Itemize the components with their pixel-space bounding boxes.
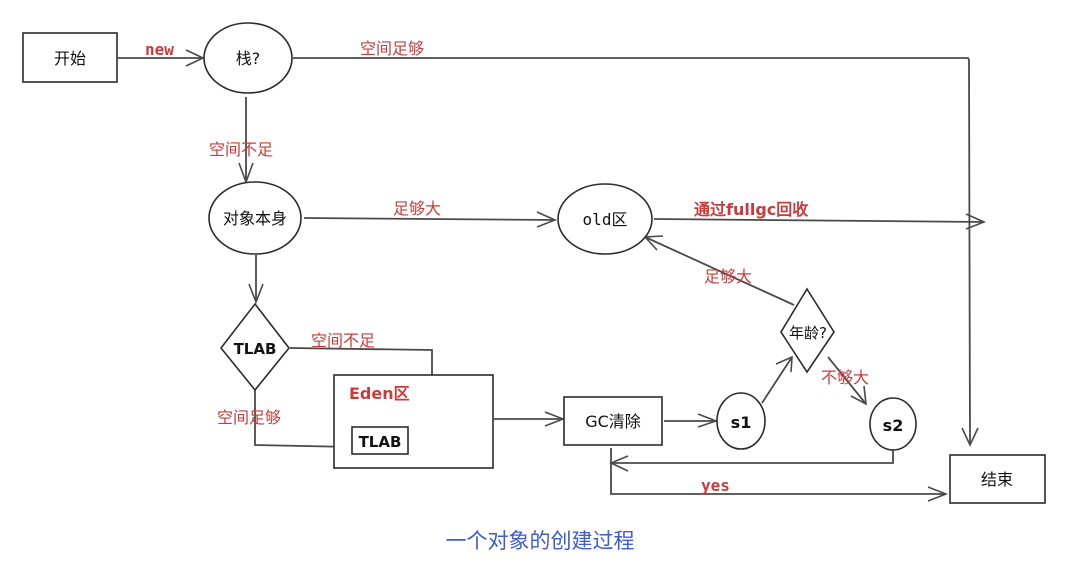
node-s2: s2 xyxy=(869,397,917,451)
diagram-caption: 一个对象的创建过程 xyxy=(445,529,635,553)
node-s1: s1 xyxy=(716,392,766,450)
node-old-gen-label: old区 xyxy=(583,210,628,229)
node-age-decision: 年龄? xyxy=(780,287,835,374)
edge-label-age-large-enough: 足够大 xyxy=(704,267,752,286)
node-start-label: 开始 xyxy=(54,49,86,68)
edge-label-new: new xyxy=(145,40,174,59)
node-s1-label: s1 xyxy=(731,413,752,432)
node-old-gen: old区 xyxy=(557,183,653,255)
node-tlab-decision: TLAB xyxy=(219,302,291,392)
edge-label-fullgc: 通过fullgc回收 xyxy=(694,200,808,219)
edge-label-stack-sufficient: 空间足够 xyxy=(360,39,424,58)
node-gc-clear-label: GC清除 xyxy=(585,412,641,431)
edge-gc-to-s1 xyxy=(664,413,719,428)
edge-start-to-stack xyxy=(118,49,205,67)
edge-stack-to-end xyxy=(293,57,979,447)
node-tlab-inner-label: TLAB xyxy=(359,433,402,451)
edge-label-yes: yes xyxy=(701,476,730,495)
node-gc-clear: GC清除 xyxy=(563,396,663,446)
node-tlab-decision-label: TLAB xyxy=(234,340,277,358)
node-object-itself-label: 对象本身 xyxy=(223,209,287,228)
node-end-label: 结束 xyxy=(981,470,1013,489)
node-start: 开始 xyxy=(22,32,118,83)
edge-label-stack-insufficient: 空间不足 xyxy=(209,140,273,159)
edge-gc-to-end xyxy=(610,448,949,502)
edge-s1-to-age xyxy=(761,355,793,404)
node-tlab-inner: TLAB xyxy=(351,426,409,455)
edge-object-to-old xyxy=(303,211,558,228)
edge-label-tlab-sufficient: 空间足够 xyxy=(217,408,281,427)
edge-label-tlab-insufficient: 空间不足 xyxy=(311,331,375,350)
edge-old-to-end xyxy=(653,213,987,230)
node-s2-label: s2 xyxy=(883,416,904,435)
edge-object-to-tlab xyxy=(248,255,264,305)
edge-age-to-s2 xyxy=(827,356,867,406)
node-age-decision-label: 年龄? xyxy=(789,324,827,342)
edge-label-age-not-large-enough: 不够大 xyxy=(821,368,869,387)
node-object-itself: 对象本身 xyxy=(208,181,302,255)
edge-s2-to-gc xyxy=(609,448,894,472)
edge-eden-to-gc xyxy=(494,411,566,427)
node-stack: 栈? xyxy=(203,22,293,94)
edge-label-large-enough: 足够大 xyxy=(393,199,441,218)
node-stack-label: 栈? xyxy=(236,49,261,68)
node-eden-label: Eden区 xyxy=(349,384,410,403)
node-end: 结束 xyxy=(949,454,1046,504)
